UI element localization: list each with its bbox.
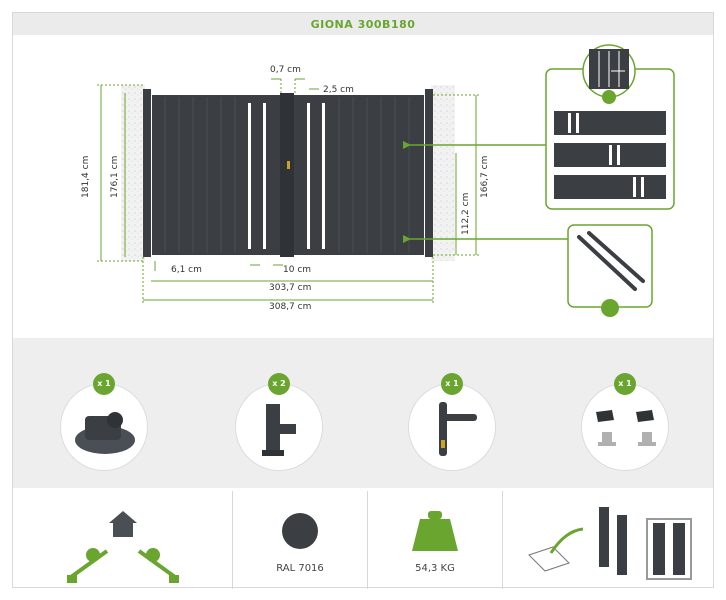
motor-arms-callout — [567, 224, 653, 317]
lock-icon — [287, 161, 290, 169]
dim-bottom-gap: 6,1 cm — [171, 265, 202, 275]
thumbs-up-icon — [602, 90, 616, 104]
accessory-stops: x 1 — [581, 373, 671, 473]
packaging-cell — [503, 491, 715, 589]
dim-height-mid: 112,2 cm — [461, 193, 471, 235]
accessory-handle: x 1 — [408, 373, 498, 473]
dim-post-gap: 2,5 cm — [323, 85, 354, 95]
weight-label: 54,3 KG — [415, 563, 455, 574]
color-cell: RAL 7016 — [233, 491, 368, 589]
right-pillar — [431, 85, 455, 261]
accessories-band: x 1 x 2 x 1 — [13, 338, 713, 488]
center-post — [280, 93, 294, 257]
left-post — [143, 89, 151, 257]
dimension-lines — [97, 78, 481, 305]
title-bar: GIONA 300B180 — [13, 13, 713, 35]
dim-height-outer: 181,4 cm — [81, 156, 91, 198]
door-handle-icon — [439, 402, 477, 456]
dim-width-outer: 308,7 cm — [269, 302, 311, 312]
weight-cell: 54,3 KG — [368, 491, 503, 589]
weight-icon — [412, 511, 458, 551]
dim-gap-top: 0,7 cm — [270, 65, 301, 75]
dim-height-inner: 176,1 cm — [110, 156, 120, 198]
spec-row: RAL 7016 54,3 KG — [13, 491, 713, 589]
opening-direction-cell — [13, 491, 233, 589]
quantity-badge: x 1 — [441, 373, 463, 395]
product-title: GIONA 300B180 — [310, 18, 416, 31]
left-gate-leaf — [152, 95, 280, 255]
gate-stops-icon — [596, 410, 656, 446]
accessory-hinge: x 2 — [235, 373, 325, 473]
accessory-motor-base: x 1 — [60, 373, 150, 473]
hinge-bracket-icon — [262, 404, 296, 456]
color-label: RAL 7016 — [276, 563, 324, 574]
color-swatch-icon — [282, 513, 318, 549]
gate-drawing: 0,7 cm 2,5 cm 181,4 cm 176,1 cm 166,7 cm… — [81, 44, 675, 317]
right-post — [425, 89, 433, 257]
dim-mid-bottom: 10 cm — [283, 265, 311, 275]
quantity-badge: x 1 — [93, 373, 115, 395]
accessory-circle — [581, 383, 669, 471]
accessory-circle — [60, 383, 148, 471]
thumbs-up-icon — [601, 299, 619, 317]
accessory-circle — [408, 383, 496, 471]
quantity-badge: x 2 — [268, 373, 290, 395]
quantity-badge: x 1 — [614, 373, 636, 395]
motor-arm-base-icon — [75, 412, 135, 454]
accessory-circle — [235, 383, 323, 471]
panel-options-callout — [545, 44, 675, 210]
opening-direction-icon — [67, 511, 179, 583]
dim-width-inner: 303,7 cm — [269, 283, 311, 293]
product-sheet: GIONA 300B180 — [12, 12, 714, 589]
packaging-icon — [528, 507, 692, 580]
right-gate-leaf — [294, 95, 424, 255]
dim-height-right: 166,7 cm — [480, 156, 490, 198]
